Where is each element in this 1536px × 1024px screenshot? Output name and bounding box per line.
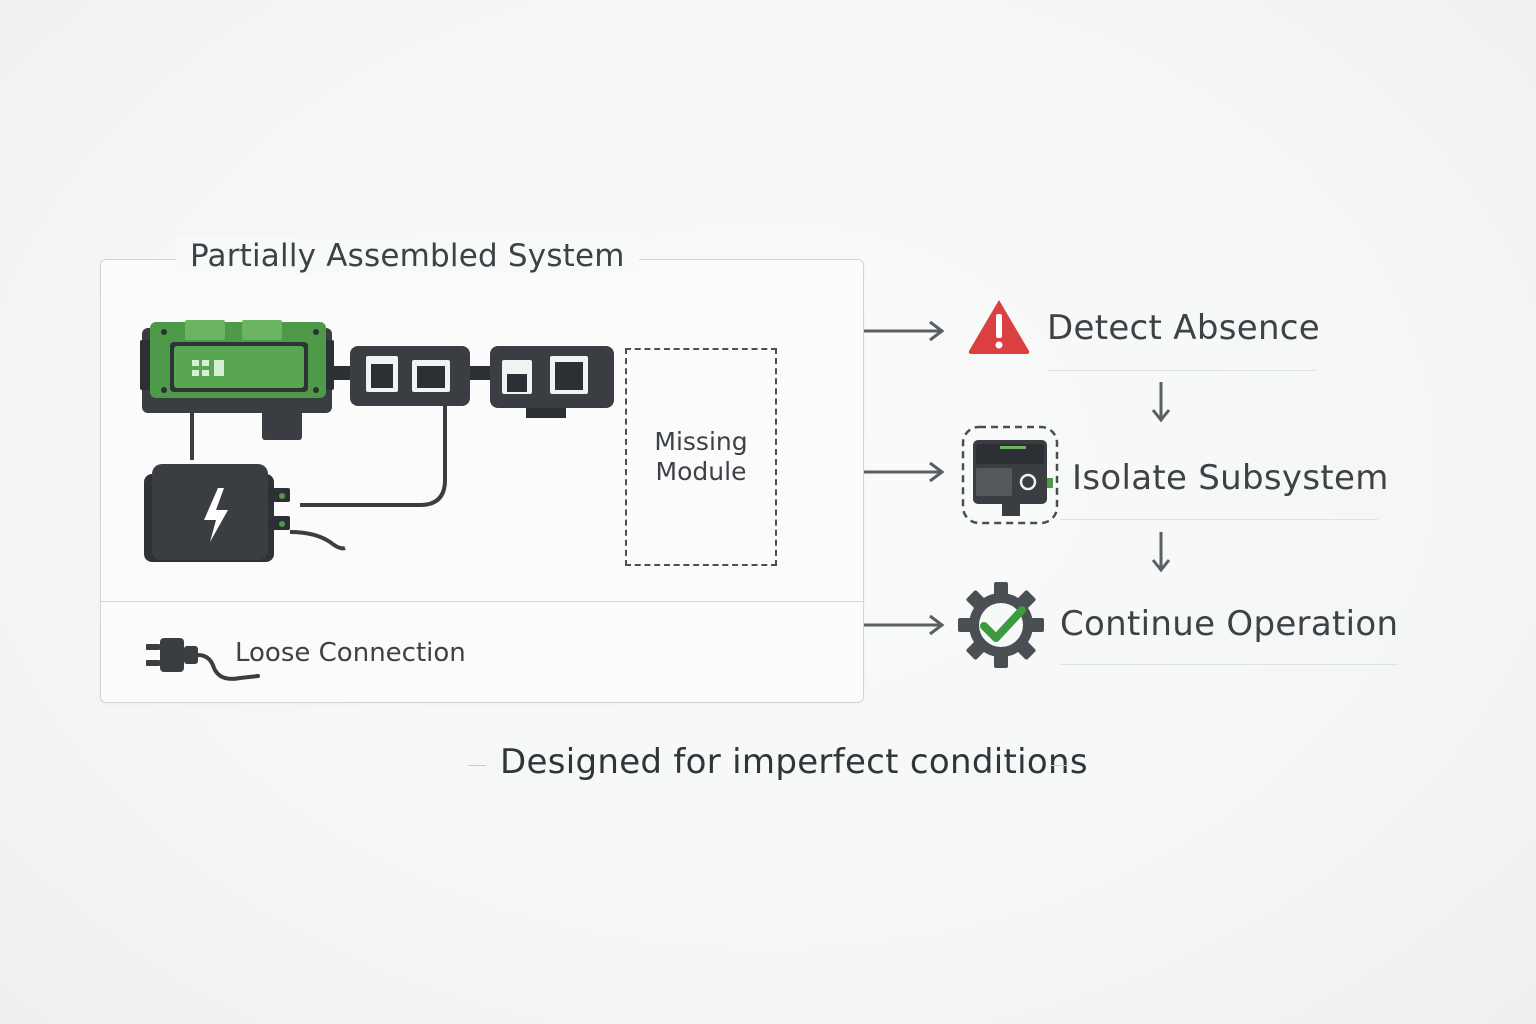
footer-dash-left xyxy=(468,765,486,766)
footer-tagline: Designed for imperfect conditions xyxy=(500,742,1088,782)
step-detect-absence-label: Detect Absence xyxy=(1047,308,1321,348)
step-isolate-subsystem-label: Isolate Subsystem xyxy=(1072,458,1389,498)
step-divider xyxy=(1047,370,1317,371)
missing-module-label: Missing Module xyxy=(654,427,748,486)
panel-divider xyxy=(100,601,864,602)
loose-connection-label: Loose Connection xyxy=(235,638,466,668)
step-divider xyxy=(1060,519,1378,520)
footer-dash-right xyxy=(1050,765,1068,766)
network-module-a xyxy=(350,346,470,406)
green-circuit-board-module xyxy=(140,320,334,440)
step-continue-operation-label: Continue Operation xyxy=(1060,604,1399,644)
isolated-module-icon xyxy=(961,425,1059,525)
gear-checkmark-icon xyxy=(958,582,1044,668)
power-pack-module xyxy=(144,464,346,562)
arrow-right-icon xyxy=(864,320,945,342)
arrow-down-icon xyxy=(1151,382,1171,423)
hardware-modules-illustration xyxy=(140,320,614,562)
step-divider xyxy=(1060,664,1398,665)
warning-triangle-icon xyxy=(968,300,1030,354)
panel-title: Partially Assembled System xyxy=(176,238,639,274)
arrow-right-icon xyxy=(864,614,945,636)
missing-module-placeholder: Missing Module xyxy=(625,348,777,566)
plug-icon xyxy=(146,638,260,681)
arrow-down-icon xyxy=(1151,532,1171,573)
network-module-b xyxy=(490,346,614,418)
arrow-right-icon xyxy=(864,461,945,483)
